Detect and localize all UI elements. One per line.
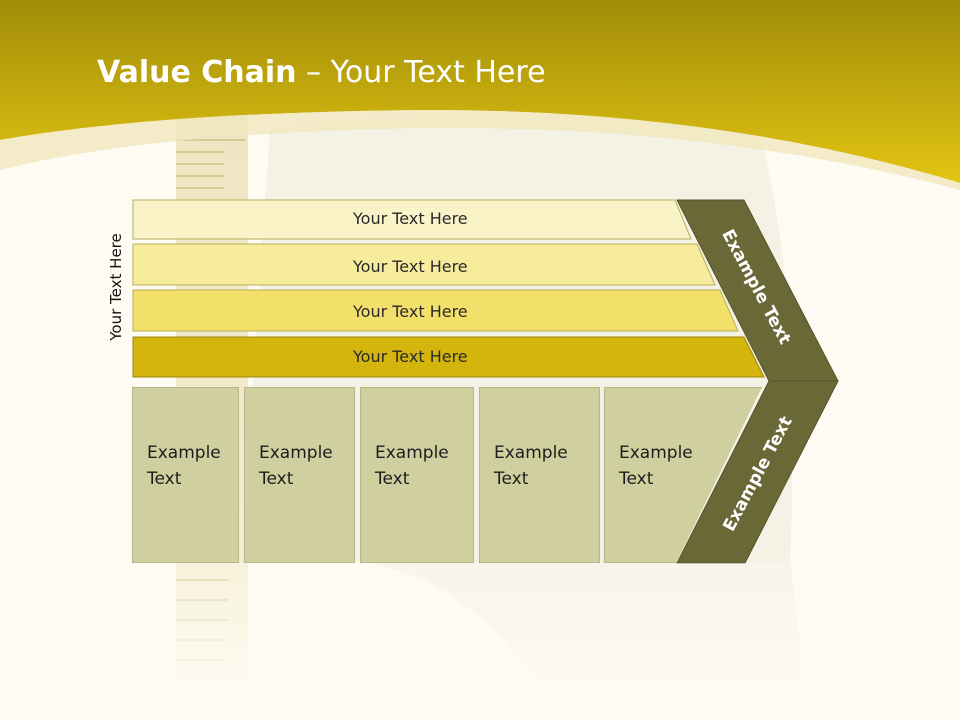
support-bar-3-label: Your Text Here	[353, 302, 468, 321]
slide-title: Value Chain – Your Text Here	[97, 55, 546, 90]
title-rest: – Your Text Here	[296, 55, 546, 90]
support-bar-2-label: Your Text Here	[353, 257, 468, 276]
support-bar-4	[132, 336, 765, 378]
support-bar-2	[132, 243, 716, 286]
header-band	[0, 0, 960, 183]
support-bar-1	[132, 199, 692, 240]
support-bar-1-label: Your Text Here	[353, 209, 468, 228]
support-bar-3	[132, 289, 739, 332]
reflection-fade	[0, 563, 960, 720]
title-bold: Value Chain	[97, 55, 297, 90]
support-bar-4-label: Your Text Here	[353, 347, 468, 366]
header-curve	[0, 110, 960, 190]
